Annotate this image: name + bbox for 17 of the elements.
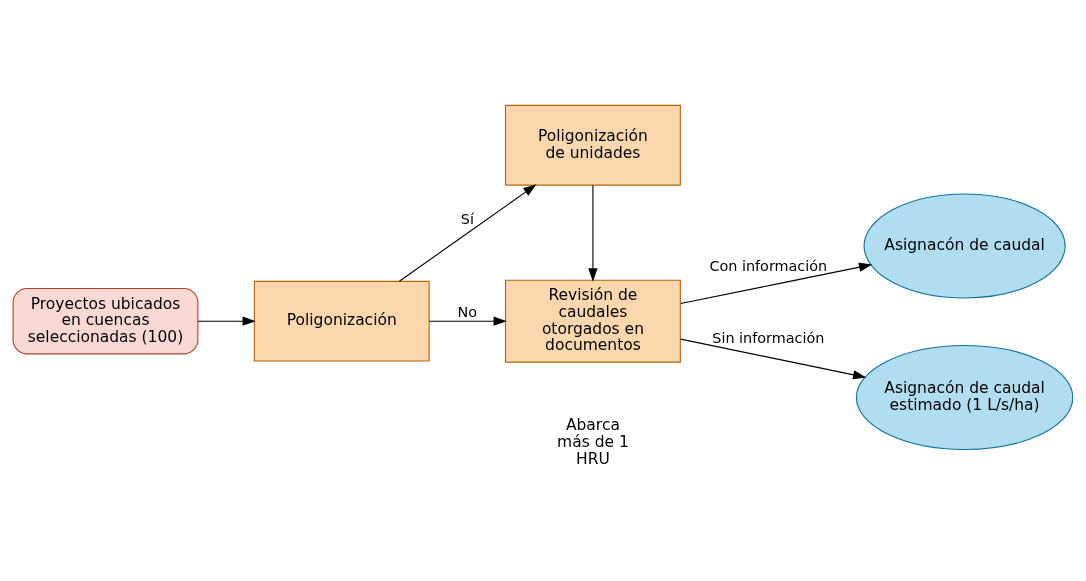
arrow	[428, 316, 507, 326]
node-box: Revisión de caudales otorgados en documentos	[504, 279, 681, 363]
arrow	[197, 316, 256, 326]
node-box: Poligonización	[253, 280, 430, 362]
node-ellipse: Asignacón de caudal estimado (1 L/s/ha)	[855, 345, 1074, 451]
arrow	[398, 184, 537, 282]
node-box: Poligonización de unidades	[504, 104, 681, 186]
arrow	[588, 184, 598, 282]
arrow	[680, 338, 867, 380]
arrow	[680, 262, 873, 305]
label: Abarca más de 1 HRU	[557, 416, 629, 468]
node-ellipse: Asignacón de caudal	[863, 193, 1066, 299]
edge-label: Sí	[460, 211, 474, 228]
edge-label: Con información	[709, 257, 828, 274]
edge-label: Sin información	[712, 329, 825, 346]
node-box: Proyectos ubicados en cuencas seleccionadas (100)	[12, 288, 199, 355]
edge-label: No	[457, 304, 478, 321]
